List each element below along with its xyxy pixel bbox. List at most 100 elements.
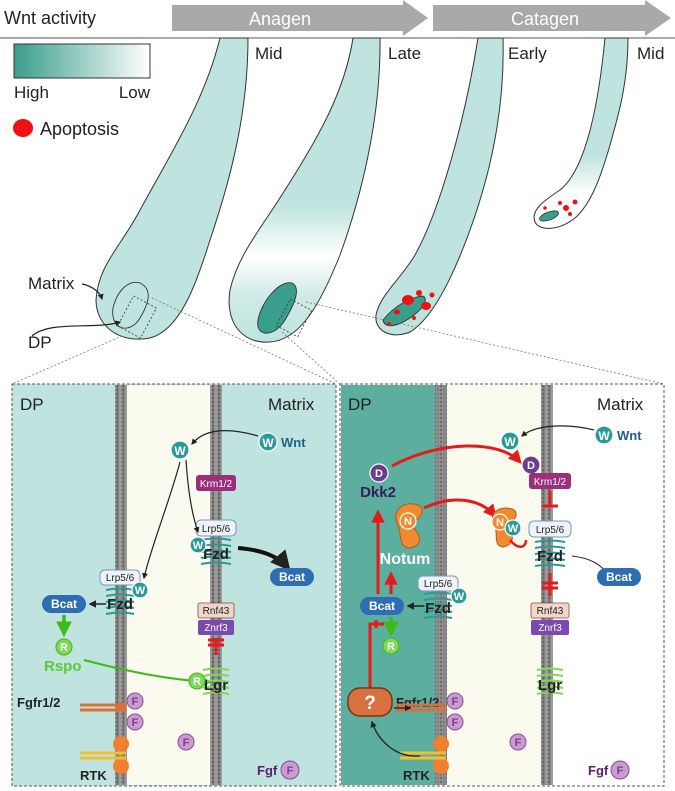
notum-secretion-arrow: [423, 498, 497, 519]
dp-label: DP: [28, 333, 52, 352]
matrix-label: Matrix: [28, 274, 75, 293]
lrp-coreceptor: [417, 575, 459, 592]
svg-text:?: ?: [364, 693, 376, 714]
fzd-receptor: [105, 587, 135, 615]
dkk2-secretion-arrow: [391, 444, 522, 468]
matrix-pointer: [81, 283, 104, 301]
wnt-ligand: [594, 425, 614, 445]
wnt-activity-title: Wnt activity: [4, 8, 96, 28]
svg-text:R: R: [60, 642, 68, 654]
svg-text:W: W: [508, 523, 519, 535]
wnt-ligand: [258, 432, 278, 452]
rspo-ligand: [188, 672, 206, 690]
rtk-ligand: [113, 736, 129, 752]
rnf43: [530, 602, 570, 619]
fzd-receptor: [534, 539, 566, 567]
rtk-ligand: [433, 736, 449, 752]
svg-text:W: W: [598, 429, 610, 443]
svg-text:Krm1/2: Krm1/2: [534, 477, 567, 488]
svg-text:Lrp5/6: Lrp5/6: [424, 579, 453, 590]
rtk-signal-arrow: [370, 720, 421, 757]
rnf43: [197, 602, 235, 619]
catagen-label: Catagen: [511, 9, 579, 29]
zoom-line: [281, 331, 341, 385]
right-fgf-label: Fgf: [588, 763, 609, 778]
lgr-receptor: [536, 667, 564, 695]
svg-text:R: R: [387, 641, 395, 653]
follicle-catagen-early: [375, 37, 504, 336]
stage-catagen-early: Early: [508, 44, 547, 63]
fgf-ligand: [446, 713, 464, 731]
wnt-ligand: [504, 519, 522, 537]
follicle-anagen-mid: [95, 37, 249, 340]
bcat-activation-arrow: [237, 546, 291, 572]
catagen-arrow: [433, 0, 671, 36]
rtk-ligand: [113, 758, 129, 774]
fgf-ligand: [126, 713, 144, 731]
rtk-label: RTK: [80, 768, 107, 783]
fzd-receptor: [200, 537, 232, 565]
svg-text:Lgr: Lgr: [204, 677, 228, 694]
fgf-ligand: [446, 692, 464, 710]
lrp-coreceptor: [99, 569, 141, 586]
legend-low: Low: [119, 83, 151, 102]
lgr-receptor: [202, 667, 230, 695]
fgf-ligand: [177, 733, 195, 751]
svg-text:Lrp5/6: Lrp5/6: [106, 573, 135, 584]
znrf3: [531, 620, 569, 635]
svg-text:R: R: [193, 676, 201, 688]
svg-text:Krm1/2: Krm1/2: [200, 479, 233, 490]
bcat-dp: [42, 595, 86, 613]
fzd-label: Fzd: [203, 546, 229, 563]
bcat-dp: [360, 597, 404, 615]
notum-label: Notum: [380, 551, 431, 568]
rtk-ligand: [433, 758, 449, 774]
anagen-label: Anagen: [249, 9, 311, 29]
svg-text:N: N: [496, 517, 504, 529]
wnt-binding-arrow: [142, 461, 181, 580]
svg-text:F: F: [132, 717, 139, 729]
follicle-anagen-late: [228, 37, 381, 343]
legend-high: High: [14, 83, 49, 102]
znrf3: [198, 620, 234, 635]
inhibition-bar: [542, 491, 558, 508]
dp-pointer: [31, 320, 122, 337]
lrp-coreceptor: [528, 520, 572, 538]
svg-text:F: F: [515, 737, 522, 749]
left-matrix-title: Matrix: [268, 395, 315, 414]
svg-text:N: N: [404, 516, 412, 528]
svg-text:Lgr: Lgr: [538, 677, 562, 694]
svg-text:Bcat: Bcat: [279, 570, 305, 584]
right-matrix-title: Matrix: [597, 395, 644, 414]
svg-text:Lrp5/6: Lrp5/6: [536, 525, 565, 536]
rspo-ligand: [382, 637, 400, 655]
wnt-gradient-legend: [13, 43, 151, 79]
svg-text:Bcat: Bcat: [51, 597, 77, 611]
inhibition-bar: [542, 573, 558, 596]
svg-text:F: F: [287, 765, 294, 777]
svg-text:W: W: [193, 540, 204, 552]
bcat-matrix: [597, 568, 641, 586]
fgf-ligand: [509, 733, 527, 751]
right-wnt-label: Wnt: [617, 428, 642, 443]
wnt-ligand: [189, 536, 207, 554]
wnt-ligand: [170, 440, 190, 460]
negative-feedback-bar: [368, 620, 384, 690]
stage-anagen-mid: Mid: [255, 44, 282, 63]
svg-text:Znrf3: Znrf3: [538, 623, 562, 634]
fgf-ligand: [610, 760, 630, 780]
bcat-matrix: [270, 568, 314, 586]
wnt-diffusion-arrow: [521, 425, 595, 437]
fzd-receptor: [423, 591, 453, 619]
fgf-ligand: [280, 760, 300, 780]
wnt-binding-arrow: [185, 459, 200, 534]
svg-text:Lrp5/6: Lrp5/6: [202, 524, 231, 535]
svg-text:W: W: [174, 444, 186, 458]
svg-text:Bcat: Bcat: [369, 599, 395, 613]
legend-apoptosis: Apoptosis: [40, 119, 119, 139]
apoptosis-icon: [13, 119, 33, 137]
svg-text:F: F: [452, 717, 459, 729]
svg-text:W: W: [262, 436, 274, 450]
follicle-catagen-mid: [533, 37, 629, 229]
right-dp-title: DP: [348, 395, 372, 414]
